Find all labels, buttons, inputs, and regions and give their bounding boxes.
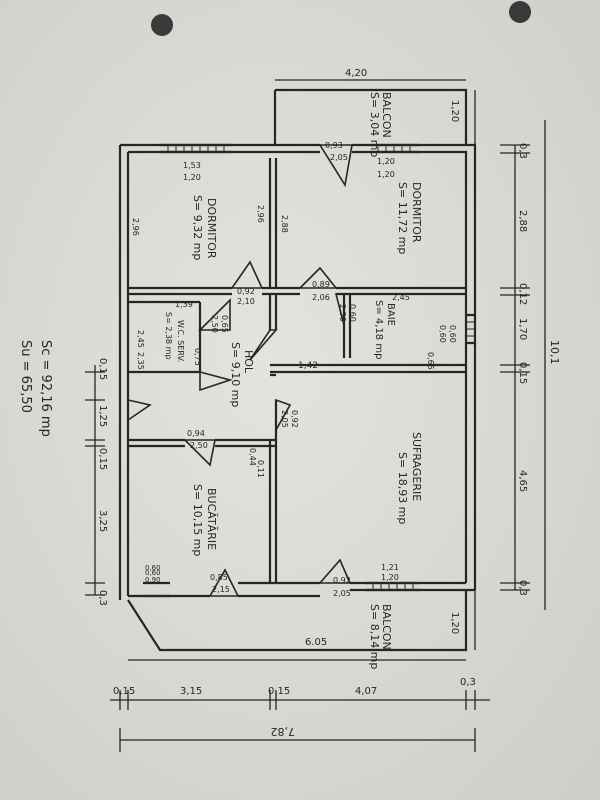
dim-092: 0,92 xyxy=(237,287,255,296)
dim-296a: 2,96 xyxy=(131,218,140,236)
dim-205b: 2,05 xyxy=(280,410,289,428)
bottom-seg-4: 4,07 xyxy=(355,686,377,697)
dim-120b: 1,20 xyxy=(377,157,395,166)
dim-235: 2,35 xyxy=(136,352,145,370)
dimension-lines xyxy=(85,79,546,752)
dim-296b: 2,96 xyxy=(256,205,265,223)
dim-250a: 2,50 xyxy=(338,304,347,322)
dimension-labels: 7,82 10,1 4,20 1,20 6.05 1,20 0,15 3,15 … xyxy=(97,68,561,738)
room-labels: BALCON S= 3,04 mp DORMITOR S= 9,32 mp DO… xyxy=(164,92,423,669)
lower-balcony-depth: 1,20 xyxy=(449,612,460,634)
dim-094: 0,94 xyxy=(187,429,205,438)
left-seg-3: 0,15 xyxy=(97,448,108,470)
bottom-seg-3: 0,15 xyxy=(268,686,290,697)
dim-210: 2,10 xyxy=(237,297,255,306)
dim-065a: 0,65 xyxy=(220,315,229,333)
left-seg-4: 3,25 xyxy=(97,510,108,532)
balcony-width: 4,20 xyxy=(345,68,367,79)
bottom-seg-2: 3,15 xyxy=(180,686,202,697)
hol-area: S= 9,10 mp xyxy=(229,342,242,407)
balcon-top-name: BALCON xyxy=(380,92,393,138)
balcony-depth: 1,20 xyxy=(449,100,460,122)
dormitor-right-name: DORMITOR xyxy=(410,182,423,243)
right-seg-5: 0,15 xyxy=(517,362,528,384)
dim-206: 2,06 xyxy=(312,293,330,302)
right-seg-6: 4,65 xyxy=(517,470,528,492)
balcon-bottom-area: S= 8,14 mp xyxy=(368,604,381,669)
dim-142: 1,42 xyxy=(298,361,318,371)
dim-092c: 0,92 xyxy=(333,576,351,585)
baie-area: S= 4,18 mp xyxy=(373,300,384,359)
dim-245: 2,45 xyxy=(392,293,410,302)
baie-name: BAIE xyxy=(385,303,396,326)
dim-153: 1,53 xyxy=(183,161,201,170)
wc-name: W.C. SERV. xyxy=(176,320,185,362)
dim-090: 0,90 xyxy=(145,576,161,584)
dim-120a: 1,20 xyxy=(183,173,201,182)
punch-hole-left xyxy=(151,14,173,36)
right-seg-1: 0,3 xyxy=(517,143,528,159)
dim-089: 0,89 xyxy=(312,280,330,289)
left-seg-2: 1,25 xyxy=(97,405,108,427)
wc-area: S= 2,38 mp xyxy=(164,312,173,360)
area-notes: Sc = 92,16 mp Su = 65,50 xyxy=(18,340,53,437)
door-swings xyxy=(127,144,353,597)
right-seg-3: 0,12 xyxy=(517,283,528,305)
left-seg-5: 0,3 xyxy=(97,590,108,606)
balcon-top-area: S= 3,04 mp xyxy=(368,92,381,157)
overall-height: 10,1 xyxy=(548,340,561,365)
bottom-seg-5: 0,3 xyxy=(460,677,476,688)
dim-120d: 1,20 xyxy=(381,573,399,582)
dim-139: 1,39 xyxy=(175,300,193,309)
dim-120c: 1,20 xyxy=(377,170,395,179)
dormitor-left-area: S= 9,32 mp xyxy=(191,195,204,260)
dim-205c: 2,05 xyxy=(333,589,351,598)
dim-075: 0,75 xyxy=(193,348,202,366)
note-sc: Sc = 92,16 mp xyxy=(38,340,53,437)
dim-205a: 2,05 xyxy=(330,153,348,162)
dim-250c: 2,50 xyxy=(190,441,208,450)
window-hatch xyxy=(167,145,475,590)
dim-044: 0,44 xyxy=(248,448,257,466)
dim-093: 0,93 xyxy=(325,141,343,150)
dim-215: 2,15 xyxy=(212,585,230,594)
dim-250b: 2,50 xyxy=(210,315,219,333)
walls xyxy=(118,88,477,652)
dim-065b: 0,65 xyxy=(426,352,435,370)
bucatarie-name: BUCĂTĂRIE xyxy=(205,488,218,550)
dormitor-right-area: S= 11,72 mp xyxy=(396,182,409,254)
bottom-seg-1: 0,15 xyxy=(113,686,135,697)
dim-092b: 0,92 xyxy=(290,410,299,428)
dim-121: 1,21 xyxy=(381,563,399,572)
dim-060b: 0,60 xyxy=(448,325,457,343)
overall-width: 7,82 xyxy=(271,725,296,738)
punch-hole-right xyxy=(509,1,531,23)
dim-060e: 0,60 xyxy=(145,569,161,577)
dim-011: 0,11 xyxy=(256,460,265,478)
hol-name: HOL xyxy=(242,350,255,374)
dim-060d: 0,60 xyxy=(145,564,161,572)
sufragerie-name: SUFRAGERIE xyxy=(410,432,423,501)
left-seg-1: 0,15 xyxy=(97,358,108,380)
bucatarie-area: S= 10,15 mp xyxy=(191,484,204,556)
dim-060a: 0,60 xyxy=(348,304,357,322)
right-seg-2: 2,88 xyxy=(517,210,528,232)
balcon-bottom-name: BALCON xyxy=(380,604,393,650)
right-seg-4: 1,70 xyxy=(517,318,528,340)
dim-245b: 2,45 xyxy=(136,330,145,348)
dim-288: 2,88 xyxy=(280,215,289,233)
dim-060c: 0,60 xyxy=(438,325,447,343)
note-su: Su = 65,50 xyxy=(18,340,33,413)
lower-balcony-length: 6.05 xyxy=(305,637,327,648)
sufragerie-area: S= 18,93 mp xyxy=(396,452,409,524)
right-seg-7: 0,3 xyxy=(517,580,528,596)
dim-085: 0,85 xyxy=(210,573,228,582)
dormitor-left-name: DORMITOR xyxy=(205,198,218,259)
